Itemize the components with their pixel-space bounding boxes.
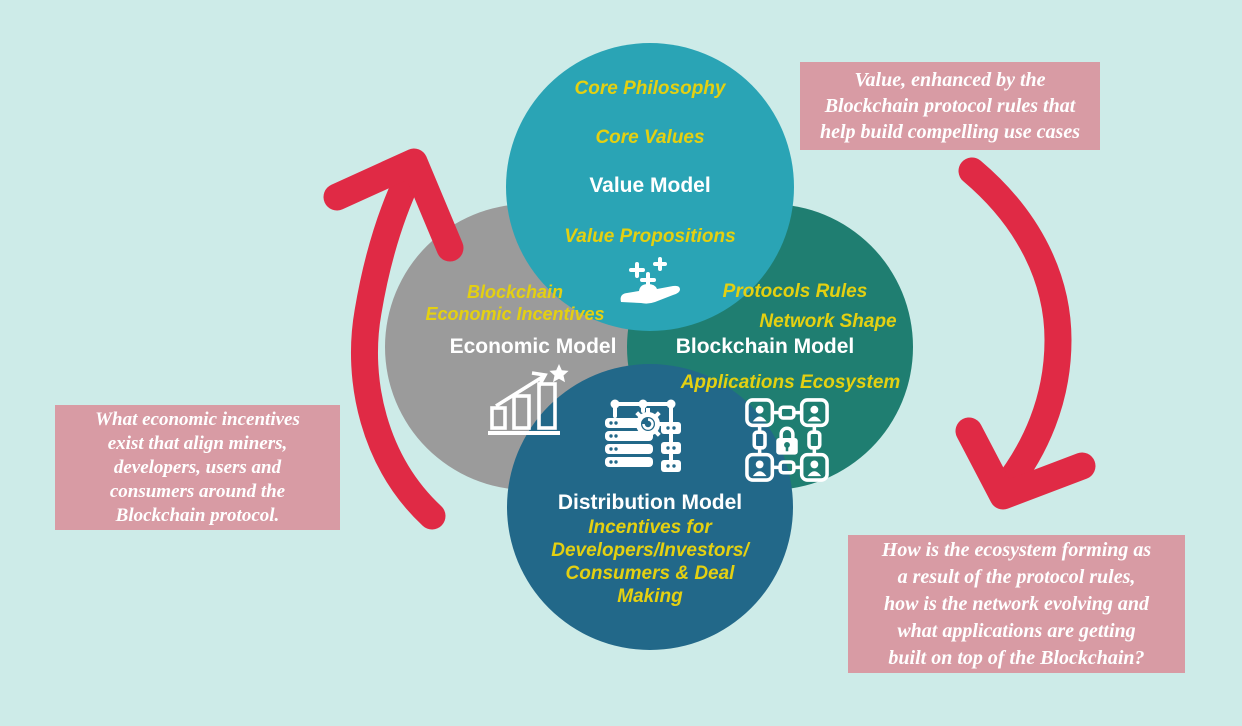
blockchain-model-title: Blockchain Model xyxy=(675,335,855,358)
value-propositions-label: Value Propositions xyxy=(564,226,736,247)
value-model-title: Value Model xyxy=(589,174,711,197)
economic-incentives-callout: What economic incentives exist that alig… xyxy=(55,405,340,530)
network-shape-label: Network Shape xyxy=(759,311,897,332)
value-callout: Value, enhanced by the Blockchain protoc… xyxy=(800,62,1100,150)
right-down-arrow xyxy=(958,157,1072,503)
protocols-rules-label: Protocols Rules xyxy=(722,281,868,302)
hand-holding-sparkles-icon xyxy=(620,257,680,304)
economic-model-title: Economic Model xyxy=(449,335,617,358)
right-down-arrowhead xyxy=(955,417,1096,510)
left-up-arrowhead xyxy=(323,148,464,262)
core-philosophy-label: Core Philosophy xyxy=(574,78,726,99)
blockchain-economic-incentives-label: Blockchain Economic Incentives xyxy=(425,282,605,324)
gear-icon xyxy=(632,408,664,440)
core-values-label: Core Values xyxy=(595,127,705,148)
ecosystem-callout: How is the ecosystem forming as a result… xyxy=(848,535,1185,673)
peer-network-lock-icon xyxy=(745,398,829,482)
applications-ecosystem-label: Applications Ecosystem xyxy=(680,372,901,393)
server-network-gear-icon xyxy=(605,399,681,472)
distribution-incentives-label: Incentives for Developers/Investors/ Con… xyxy=(551,517,749,607)
distribution-model-title: Distribution Model xyxy=(557,491,743,514)
left-up-arrow xyxy=(350,162,446,530)
growth-chart-star-icon xyxy=(488,364,569,435)
